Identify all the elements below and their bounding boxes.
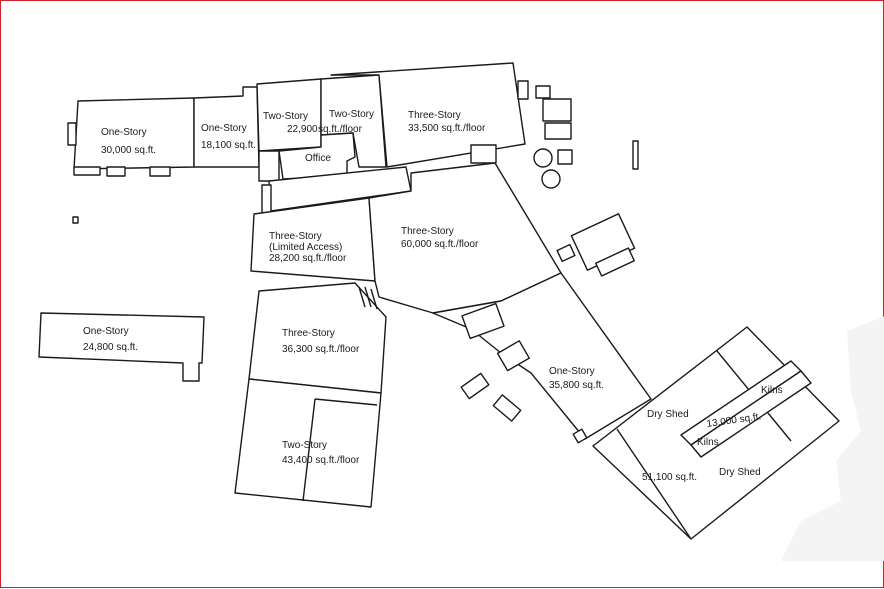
building-two-story-43400[interactable] [234, 378, 382, 508]
svg-text:sq.ft./floor: sq.ft./floor [318, 124, 363, 135]
label-b3: Two-Story 22,900 [263, 111, 318, 135]
svg-text:One-Story: One-Story [101, 127, 147, 138]
svg-text:Three-Story: Three-Story [282, 328, 335, 339]
label-b6: Three-Story (Limited Access) 28,200 sq.f… [269, 231, 347, 264]
small-shed-2 [535, 85, 551, 99]
building-utility[interactable] [556, 213, 636, 277]
label-b7: Three-Story 60,000 sq.ft./floor [401, 226, 479, 250]
label-b5: Three-Story 33,500 sq.ft./floor [408, 110, 486, 134]
label-b8: One-Story 24,800 sq.ft. [83, 326, 138, 353]
svg-text:30,000 sq.ft.: 30,000 sq.ft. [101, 145, 156, 156]
svg-text:Three-Story: Three-Story [401, 226, 454, 237]
small-outbuilding [261, 184, 272, 214]
svg-text:35,800 sq.ft.: 35,800 sq.ft. [549, 380, 604, 391]
small-shed-1 [517, 80, 529, 100]
small-shed-6 [460, 372, 490, 400]
svg-text:Three-Story: Three-Story [408, 110, 461, 121]
svg-text:43,400 sq.ft./floor: 43,400 sq.ft./floor [282, 455, 360, 466]
label-dry-shed-2: Dry Shed [719, 467, 761, 478]
svg-text:Two-Story: Two-Story [263, 111, 308, 122]
svg-text:36,300 sq.ft./floor: 36,300 sq.ft./floor [282, 344, 360, 355]
label-dry-shed-1: Dry Shed [647, 409, 689, 420]
label-kilns-2: Kilns [697, 437, 719, 448]
svg-text:Two-Story: Two-Story [282, 440, 327, 451]
label-b11: One-Story 35,800 sq.ft. [549, 366, 604, 391]
building-one-story-30000[interactable] [67, 97, 195, 177]
svg-text:18,100 sq.ft.: 18,100 sq.ft. [201, 140, 256, 151]
small-shed-7 [492, 394, 522, 422]
label-office: Office [305, 153, 331, 164]
label-kilns-1: Kilns [761, 385, 783, 396]
svg-text:One-Story: One-Story [201, 123, 247, 134]
tank-2 [541, 169, 561, 189]
small-shed-4 [544, 122, 572, 140]
marker-square [72, 216, 79, 224]
svg-text:One-Story: One-Story [83, 326, 129, 337]
svg-text:(Limited Access): (Limited Access) [269, 242, 342, 253]
svg-text:24,800 sq.ft.: 24,800 sq.ft. [83, 342, 138, 353]
small-shed-3 [542, 98, 572, 122]
label-b9: Three-Story 36,300 sq.ft./floor [282, 328, 360, 355]
label-b10: Two-Story 43,400 sq.ft./floor [282, 440, 360, 466]
small-shed-5 [557, 149, 573, 165]
label-b2: One-Story 18,100 sq.ft. [201, 123, 256, 151]
svg-text:One-Story: One-Story [549, 366, 595, 377]
svg-text:Two-Story: Two-Story [329, 109, 374, 120]
svg-text:33,500 sq.ft./floor: 33,500 sq.ft./floor [408, 123, 486, 134]
building-three-story-33500[interactable] [330, 62, 526, 168]
svg-text:22,900: 22,900 [287, 124, 318, 135]
label-b1: One-Story 30,000 sq.ft. [101, 127, 156, 156]
svg-text:Three-Story: Three-Story [269, 231, 322, 242]
tank-1 [533, 148, 553, 168]
building-one-story-24800[interactable] [38, 312, 205, 382]
label-b4: Two-Story sq.ft./floor [318, 109, 374, 135]
building-kilns[interactable] [680, 360, 812, 458]
svg-text:60,000 sq.ft./floor: 60,000 sq.ft./floor [401, 239, 479, 250]
watermark-logo [781, 316, 884, 561]
svg-text:28,200 sq.ft./floor: 28,200 sq.ft./floor [269, 253, 347, 264]
label-b12: 51,100 sq.ft. [642, 472, 697, 483]
fence-post [632, 140, 639, 170]
building-three-story-36300[interactable] [248, 282, 387, 394]
building-one-story-35800[interactable] [432, 272, 652, 444]
